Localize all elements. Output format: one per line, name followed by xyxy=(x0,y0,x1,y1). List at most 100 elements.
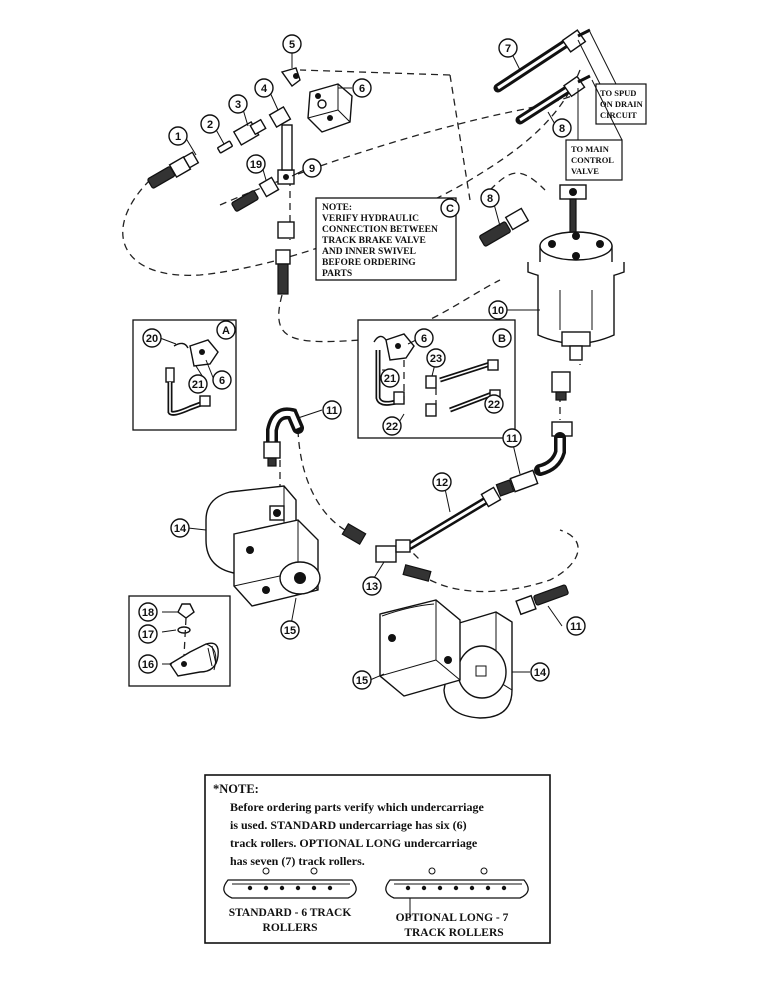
callout-9: 9 xyxy=(302,158,322,178)
callout-22-b: 22 xyxy=(484,394,504,414)
note-lower-line-3: is used. STANDARD undercarriage has six … xyxy=(230,818,467,832)
svg-text:11: 11 xyxy=(506,433,518,445)
fitting-11-bottom xyxy=(515,584,569,616)
svg-text:10: 10 xyxy=(492,305,504,317)
fitting-1 xyxy=(147,151,200,189)
svg-text:22: 22 xyxy=(488,399,500,411)
callout-7: 7 xyxy=(498,38,518,58)
upper-note: NOTE: VERIFY HYDRAULIC CONNECTION BETWEE… xyxy=(315,197,457,281)
svg-text:1: 1 xyxy=(175,131,181,143)
fitting-5 xyxy=(280,67,301,87)
svg-text:B: B xyxy=(498,333,506,345)
note-lower-line-1: *NOTE: xyxy=(213,782,259,796)
svg-text:21: 21 xyxy=(192,379,204,391)
callout-circles: 1 2 3 4 5 6 7 8 8 9 19 C 10 20 A 21 6 6 … xyxy=(138,34,586,690)
callout-11-c: 11 xyxy=(566,616,586,636)
svg-text:23: 23 xyxy=(430,353,442,365)
svg-text:14: 14 xyxy=(174,523,187,535)
callout-c: C xyxy=(440,198,460,218)
callout-20: 20 xyxy=(142,328,162,348)
svg-text:15: 15 xyxy=(356,675,368,687)
callout-18: 18 xyxy=(138,602,158,622)
callout-10: 10 xyxy=(488,300,508,320)
optional-label-line-1: OPTIONAL LONG - 7 xyxy=(396,912,509,924)
pump-15-left xyxy=(233,519,321,607)
callout-16: 16 xyxy=(138,654,158,674)
svg-text:22: 22 xyxy=(386,421,398,433)
to-main-line-3: VALVE xyxy=(571,166,599,176)
svg-text:21: 21 xyxy=(384,373,396,385)
fitting-3 xyxy=(232,118,267,146)
hose-11-left xyxy=(263,407,304,467)
callout-21-a: 21 xyxy=(188,374,208,394)
to-spud-line-1: TO SPUD xyxy=(600,88,636,98)
inner-swivel-10 xyxy=(527,184,625,401)
pump-15-right xyxy=(379,599,461,697)
note-upper-line-3: CONNECTION BETWEEN xyxy=(322,225,438,235)
svg-text:18: 18 xyxy=(142,607,154,619)
svg-text:13: 13 xyxy=(366,581,378,593)
to-main-line-2: CONTROL xyxy=(571,155,614,165)
motor-14-right xyxy=(443,611,513,719)
fitting-19 xyxy=(231,176,280,212)
note-upper-line-4: TRACK BRAKE VALVE xyxy=(322,236,426,246)
tube-12 xyxy=(406,486,502,550)
hose-8-mid xyxy=(479,207,530,247)
note-lower-line-2: Before ordering parts verify which under… xyxy=(230,800,485,814)
optional-track-sketch xyxy=(385,867,529,920)
svg-text:8: 8 xyxy=(487,193,493,205)
to-spud-line-3: CIRCUIT xyxy=(600,110,637,120)
svg-text:4: 4 xyxy=(261,83,268,95)
note-lower-line-4: track rollers. OPTIONAL LONG undercarria… xyxy=(230,836,478,850)
callout-11-b: 11 xyxy=(502,428,522,448)
svg-text:5: 5 xyxy=(289,39,295,51)
hose-7 xyxy=(493,28,591,93)
to-main-label: TO MAIN CONTROL VALVE xyxy=(565,79,623,181)
fitting-2 xyxy=(217,140,233,154)
callout-17: 17 xyxy=(138,624,158,644)
svg-text:6: 6 xyxy=(219,375,225,387)
callout-12: 12 xyxy=(432,472,452,492)
fitting-13 xyxy=(341,522,432,582)
callout-2: 2 xyxy=(200,114,220,134)
callout-11-a: 11 xyxy=(322,400,342,420)
callout-14-left: 14 xyxy=(170,518,190,538)
svg-text:16: 16 xyxy=(142,659,154,671)
brake-valve-6 xyxy=(307,83,353,133)
callout-8-upper: 8 xyxy=(552,118,572,138)
callout-4: 4 xyxy=(254,78,274,98)
svg-text:2: 2 xyxy=(207,119,213,131)
svg-text:C: C xyxy=(446,203,454,215)
fitting-4 xyxy=(268,105,292,129)
callout-b: B xyxy=(492,328,512,348)
callout-8-mid: 8 xyxy=(480,188,500,208)
note-upper-line-2: VERIFY HYDRAULIC xyxy=(322,214,419,224)
note-upper-line-6: BEFORE ORDERING xyxy=(322,258,416,268)
lower-note: *NOTE: Before ordering parts verify whic… xyxy=(204,774,551,944)
note-upper-line-5: AND INNER SWIVEL xyxy=(322,247,416,257)
svg-text:14: 14 xyxy=(534,667,547,679)
callout-1: 1 xyxy=(168,126,188,146)
note-lower-line-5: has seven (7) track rollers. xyxy=(230,854,365,868)
hose-11-right xyxy=(495,421,573,497)
svg-text:12: 12 xyxy=(436,477,448,489)
callout-6-a: 6 xyxy=(212,370,232,390)
svg-text:7: 7 xyxy=(505,43,511,55)
tube-vertical xyxy=(275,124,295,295)
note-upper-line-7: PARTS xyxy=(322,269,352,279)
svg-text:19: 19 xyxy=(250,159,262,171)
callout-a: A xyxy=(216,320,236,340)
to-spud-line-2: ON DRAIN xyxy=(600,99,644,109)
callout-13: 13 xyxy=(362,576,382,596)
svg-text:6: 6 xyxy=(359,83,365,95)
callout-15-right: 15 xyxy=(352,670,372,690)
callout-15-left: 15 xyxy=(280,620,300,640)
to-main-line-1: TO MAIN xyxy=(571,144,610,154)
fitting-9 xyxy=(277,169,295,185)
standard-label-line-2: ROLLERS xyxy=(263,922,318,934)
callout-6-b: 6 xyxy=(414,328,434,348)
callout-14-right: 14 xyxy=(530,662,550,682)
note-upper-line-1: NOTE: xyxy=(322,203,352,213)
callout-21-b: 21 xyxy=(380,368,400,388)
